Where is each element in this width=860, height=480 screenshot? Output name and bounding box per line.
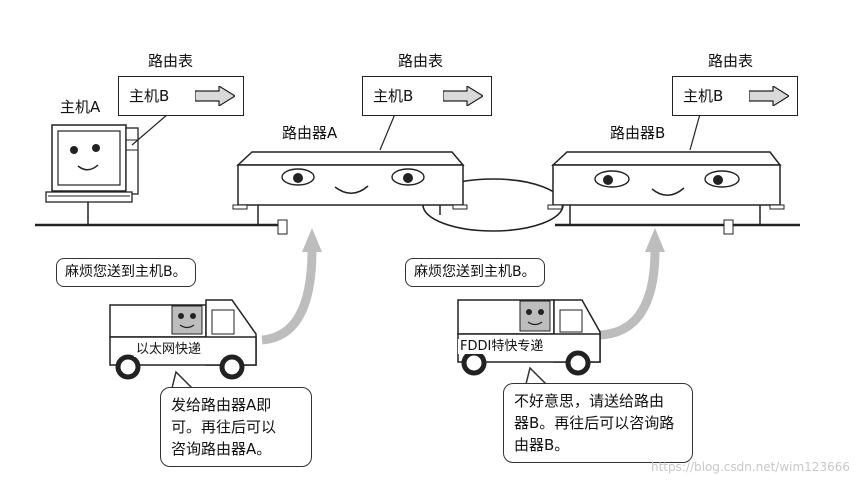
note-tail <box>525 366 548 385</box>
reply-note-router-b: 不好意思，请送给路由 器B。再往后可以咨询路 由器B。 <box>503 383 693 463</box>
forward-arrow-b <box>599 249 660 340</box>
arrow-head-icon <box>302 228 322 252</box>
truck-ethernet-label: 以太网快递 <box>134 342 204 357</box>
reply-line: 发给路由器A即 <box>171 396 272 414</box>
reply-line: 由器B。 <box>514 436 570 454</box>
computer-icon <box>45 124 139 225</box>
note-tail <box>171 370 194 389</box>
right-arrow-icon <box>749 86 789 106</box>
routing-table-title: 路由表 <box>148 52 194 70</box>
reply-line: 器B。再往后可以咨询路 <box>514 414 675 432</box>
routing-table-title: 路由表 <box>708 52 754 70</box>
routing-table-router-b: 主机B <box>672 76 798 116</box>
table-connector-host <box>131 113 169 146</box>
router-a-label: 路由器A <box>282 124 338 142</box>
reply-line: 可。再往后可以 <box>171 418 277 436</box>
arrow-head-icon <box>645 228 665 252</box>
truck-fddi <box>457 299 601 376</box>
table-connector-router-b <box>689 113 701 151</box>
reply-line: 咨询路由器A。 <box>171 440 272 458</box>
routing-table-router-a: 主机B <box>362 76 492 116</box>
reply-line: 不好意思，请送给路由 <box>514 392 665 410</box>
router-b-label: 路由器B <box>610 124 666 142</box>
right-arrow-icon <box>443 86 483 106</box>
truck-fddi-label: FDDI特快专递 <box>458 339 546 354</box>
truck-ethernet <box>109 299 257 380</box>
routing-entry: 主机B <box>129 87 170 105</box>
forward-arrow-a <box>261 249 317 345</box>
routing-table-title: 路由表 <box>398 52 444 70</box>
routing-entry: 主机B <box>683 87 724 105</box>
port-connector <box>277 219 288 235</box>
reply-note-router-a: 发给路由器A即 可。再往后可以 咨询路由器A。 <box>160 387 312 467</box>
host-a-label: 主机A <box>60 98 101 116</box>
router-a-device <box>232 151 468 225</box>
routing-table-host: 主机B <box>118 76 244 116</box>
table-connector-router-a <box>379 113 396 151</box>
request-bubble-ethernet: 麻烦您送到主机B。 <box>56 258 196 287</box>
right-arrow-icon <box>195 86 235 106</box>
port-connector <box>723 219 734 235</box>
watermark-text: https://blog.csdn.net/wim123666 <box>650 460 850 474</box>
request-bubble-fddi: 麻烦您送到主机B。 <box>405 258 545 287</box>
router-b-device <box>547 151 785 225</box>
routing-entry: 主机B <box>373 87 414 105</box>
